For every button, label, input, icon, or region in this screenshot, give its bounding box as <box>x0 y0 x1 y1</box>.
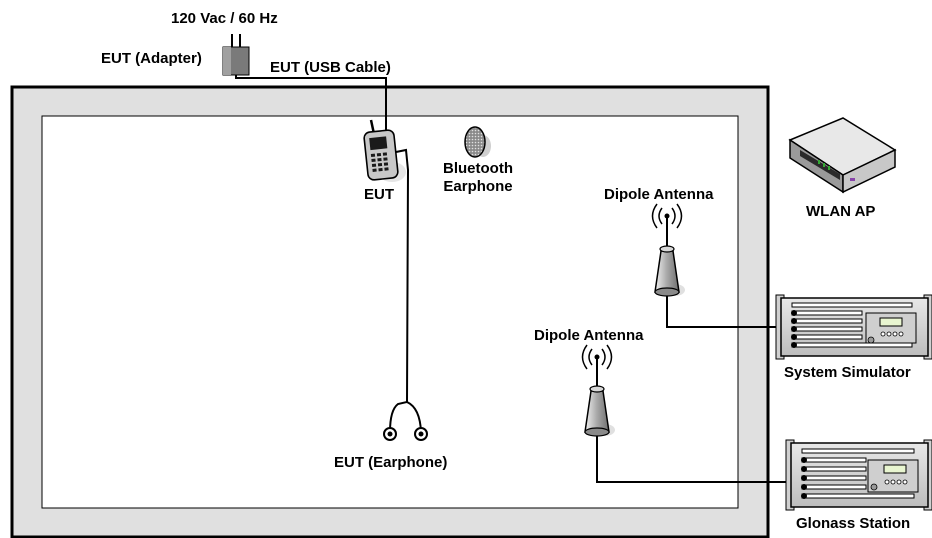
mobile-phone-icon <box>363 119 406 182</box>
rack-instrument-icon <box>775 294 932 360</box>
bluetooth-label-line1: Bluetooth <box>443 160 513 177</box>
dipole-antenna-icon <box>581 344 615 437</box>
power-adapter-icon <box>222 34 250 76</box>
antenna-cable-bottom <box>596 436 790 483</box>
dipole-antenna-bottom-label: Dipole Antenna <box>534 327 644 344</box>
power-label: 120 Vac / 60 Hz <box>171 10 278 27</box>
dipole-antenna-top-label: Dipole Antenna <box>604 186 714 203</box>
antenna-cable-top <box>666 296 780 328</box>
bluetooth-earphone-icon <box>464 126 491 158</box>
bluetooth-earphone-label: Bluetooth Earphone <box>436 160 520 196</box>
bluetooth-label-line2: Earphone <box>443 178 513 195</box>
wlan-router-icon <box>788 117 897 194</box>
eut-label: EUT <box>364 186 394 203</box>
earphone-label: EUT (Earphone) <box>334 454 448 471</box>
wlan-ap-label: WLAN AP <box>806 203 876 220</box>
wired-earphone-icon <box>383 427 428 441</box>
system-simulator-label: System Simulator <box>784 364 911 381</box>
usb-cable-label: EUT (USB Cable) <box>270 59 391 76</box>
rack-instrument-icon <box>785 439 932 511</box>
adapter-label: EUT (Adapter) <box>101 50 202 67</box>
dipole-antenna-icon <box>651 203 685 297</box>
glonass-station-label: Glonass Station <box>796 515 911 532</box>
